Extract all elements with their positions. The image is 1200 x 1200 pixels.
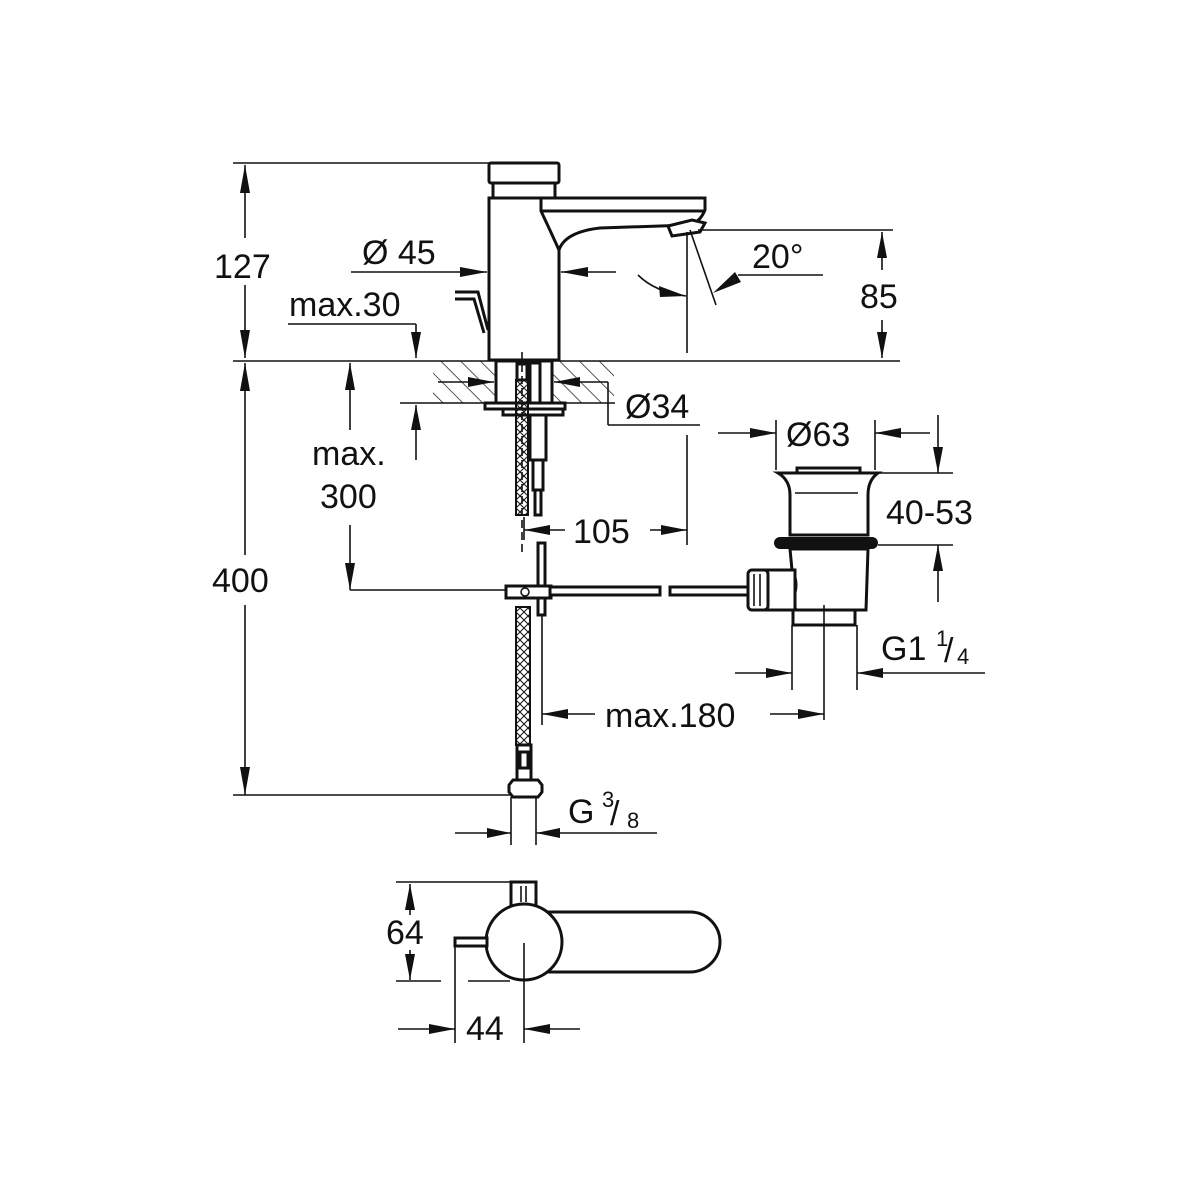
dim-waste-diameter: Ø63: [786, 416, 850, 454]
dim-spout-angle: 20°: [752, 238, 803, 276]
dim-spout-height: 85: [860, 278, 898, 316]
dim-total-height: 127: [214, 248, 271, 286]
dim-max-deck-thickness: max.30: [289, 286, 401, 324]
dim-max-below-deck-1: max.: [312, 435, 386, 473]
dim-waste-thread: G1 1 / 4: [881, 626, 969, 670]
dim-max-rod-length: max.180: [605, 697, 735, 735]
tap-top-view: [453, 880, 722, 1043]
supply-thread-slash: /: [610, 795, 620, 833]
dim-mounting-hole: Ø34: [625, 388, 689, 426]
mounting-kit: [483, 352, 567, 555]
supply-thread-numerator: 3: [602, 787, 614, 812]
waste-thread-main: G1: [881, 630, 926, 668]
supply-hose: [507, 606, 544, 799]
dim-supply-thread: G 3 / 8: [568, 787, 639, 833]
tap-lever: [455, 290, 490, 331]
tap-cap: [487, 161, 561, 185]
tap-cap-neck: [491, 181, 557, 200]
spout-outlet: [665, 218, 708, 238]
dim-body-diameter: Ø 45: [362, 234, 436, 272]
dim-top-depth: 64: [386, 914, 424, 952]
tap-front-view: [455, 161, 708, 362]
waste-thread-slash: /: [944, 632, 954, 670]
dim-waste-height-range: 40-53: [886, 494, 973, 532]
tap-spout: [539, 196, 707, 360]
dim-below-deck-length: 400: [212, 562, 269, 600]
pop-up-rod: [504, 541, 752, 617]
waste-valve: [746, 466, 883, 720]
waste-thread-denominator: 4: [957, 644, 969, 669]
dim-spout-reach: 105: [573, 513, 630, 551]
supply-thread-main: G: [568, 793, 594, 831]
dim-top-lever-offset: 44: [466, 1010, 504, 1048]
waste-thread-numerator: 1: [936, 626, 948, 651]
supply-thread-denominator: 8: [627, 808, 639, 833]
dimension-lines: [233, 162, 985, 1034]
dim-max-below-deck-2: 300: [320, 478, 377, 516]
